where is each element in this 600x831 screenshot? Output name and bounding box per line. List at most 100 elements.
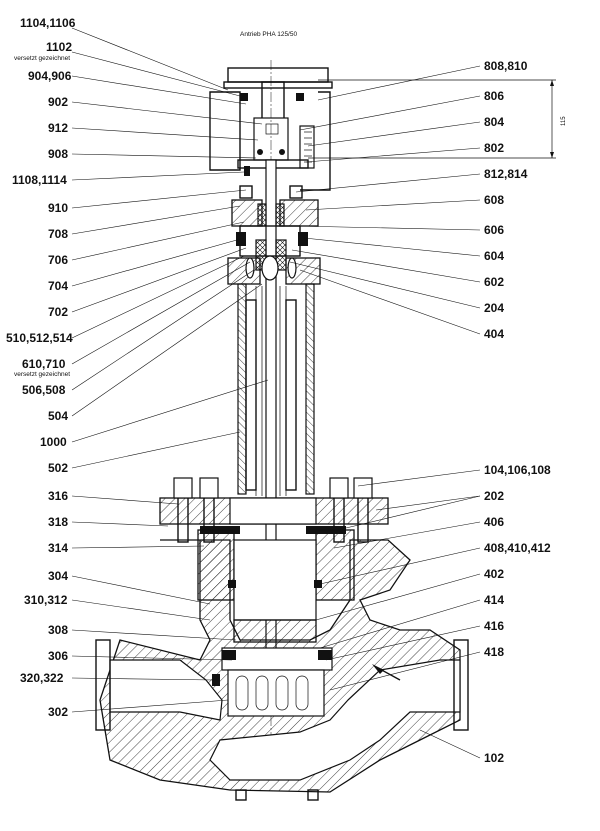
label-406: 406: [484, 515, 504, 529]
label-304: 304: [48, 569, 68, 583]
nut-left-1: [173, 477, 193, 499]
label-1102: 1102: [46, 40, 72, 54]
label-320-322: 320,322: [20, 671, 64, 685]
label-104-106-108: 104,106,108: [484, 463, 551, 477]
actuator-nut-right: [296, 93, 304, 101]
packing-left-lower: [255, 239, 267, 271]
label-808-810: 808,810: [484, 59, 528, 73]
label-306: 306: [48, 649, 68, 663]
label-402: 402: [484, 567, 504, 581]
labels-left: 1104,1106 1102 versetzt gezeichnet 904,9…: [6, 16, 76, 719]
cage-slot-2: [255, 675, 269, 711]
label-414: 414: [484, 593, 504, 607]
label-416: 416: [484, 619, 504, 633]
label-504: 504: [48, 409, 68, 423]
label-202: 202: [484, 489, 504, 503]
label-908: 908: [48, 147, 68, 161]
seat-ring: [221, 647, 333, 671]
plug-body: [233, 539, 317, 621]
gland-nut-right: [298, 232, 308, 246]
label-806: 806: [484, 89, 504, 103]
label-302: 302: [48, 705, 68, 719]
label-804: 804: [484, 115, 504, 129]
coupling-screw-left: [257, 149, 263, 155]
body-foot-right: [307, 789, 319, 801]
body-foot-left: [235, 789, 247, 801]
label-708: 708: [48, 227, 68, 241]
packing-assembly: [227, 199, 321, 285]
yoke-foot-right: [289, 185, 303, 199]
plug-guide: [233, 619, 317, 643]
coupling-insert: [265, 123, 279, 135]
leader-lines: [71, 27, 481, 759]
label-404: 404: [484, 327, 504, 341]
label-204: 204: [484, 301, 504, 315]
actuator-top-plate: [227, 67, 329, 83]
packing-right-upper: [275, 203, 285, 227]
bonnet-flange-bore: [229, 497, 317, 525]
label-704: 704: [48, 279, 68, 293]
cage-slot-1: [235, 675, 249, 711]
packing-right-lower: [275, 239, 287, 271]
trim-assembly: [197, 529, 355, 717]
label-502: 502: [48, 461, 68, 475]
label-314: 314: [48, 541, 68, 555]
label-318: 318: [48, 515, 68, 529]
nut-left-2: [199, 477, 219, 499]
stem-guide-left: [245, 299, 257, 491]
dimension-115-label: 115: [561, 116, 567, 126]
actuator-flange: [223, 81, 333, 89]
drain-screw: [212, 674, 220, 686]
label-912: 912: [48, 121, 68, 135]
stem-guide-right: [285, 299, 297, 491]
label-1108-1114: 1108,1114: [12, 173, 67, 187]
packing-ring-2: [245, 257, 255, 279]
inlet-weld-end: [95, 639, 111, 731]
label-310-312: 310,312: [24, 593, 68, 607]
packing-ring-3: [287, 257, 297, 279]
nut-right-1: [329, 477, 349, 499]
label-1104-1106: 1104,1106: [20, 16, 76, 30]
label-702: 702: [48, 305, 68, 319]
actuator-nut-left: [240, 93, 248, 101]
labels-right: 808,810 806 804 802 812,814 608 606 604 …: [484, 59, 551, 765]
extension-wall-right: [305, 283, 315, 495]
label-1000: 1000: [40, 435, 67, 449]
cage-slot-4: [295, 675, 309, 711]
label-802: 802: [484, 141, 504, 155]
label-904-906: 904,906: [28, 69, 72, 83]
bonnet-extension: [237, 283, 315, 496]
seat-seal-right: [318, 650, 332, 660]
label-308: 308: [48, 623, 68, 637]
label-102: 102: [484, 751, 504, 765]
dimension-115: 115: [308, 79, 567, 159]
packing-ring-1: [261, 255, 279, 281]
inlet-bore: [109, 659, 223, 721]
label-506-508: 506,508: [22, 383, 66, 397]
label-1102-sub: versetzt gezeichnet: [14, 55, 70, 62]
actuator-housing-left: [209, 91, 241, 171]
bonnet-flange: [159, 477, 389, 543]
plug-ring-left: [228, 580, 236, 588]
label-812-814: 812,814: [484, 167, 528, 181]
seat-seal-left: [222, 650, 236, 660]
outlet-weld-end: [453, 639, 469, 731]
label-608: 608: [484, 193, 504, 207]
packing-left-upper: [257, 203, 267, 227]
coupling-screw-right: [279, 149, 285, 155]
label-610-710: 610,710: [22, 357, 66, 371]
cage-slot-3: [275, 675, 289, 711]
label-910: 910: [48, 201, 68, 215]
label-610-710-sub: versetzt gezeichnet: [14, 371, 70, 378]
yoke-screw-left: [244, 166, 250, 176]
label-902: 902: [48, 95, 68, 109]
yoke-foot-left: [239, 185, 253, 199]
label-602: 602: [484, 275, 504, 289]
label-706: 706: [48, 253, 68, 267]
cage-left: [197, 529, 235, 601]
label-316: 316: [48, 489, 68, 503]
bonnet-head-left: [227, 257, 261, 285]
gland-flange-right: [279, 199, 319, 227]
label-408-410-412: 408,410,412: [484, 541, 551, 555]
